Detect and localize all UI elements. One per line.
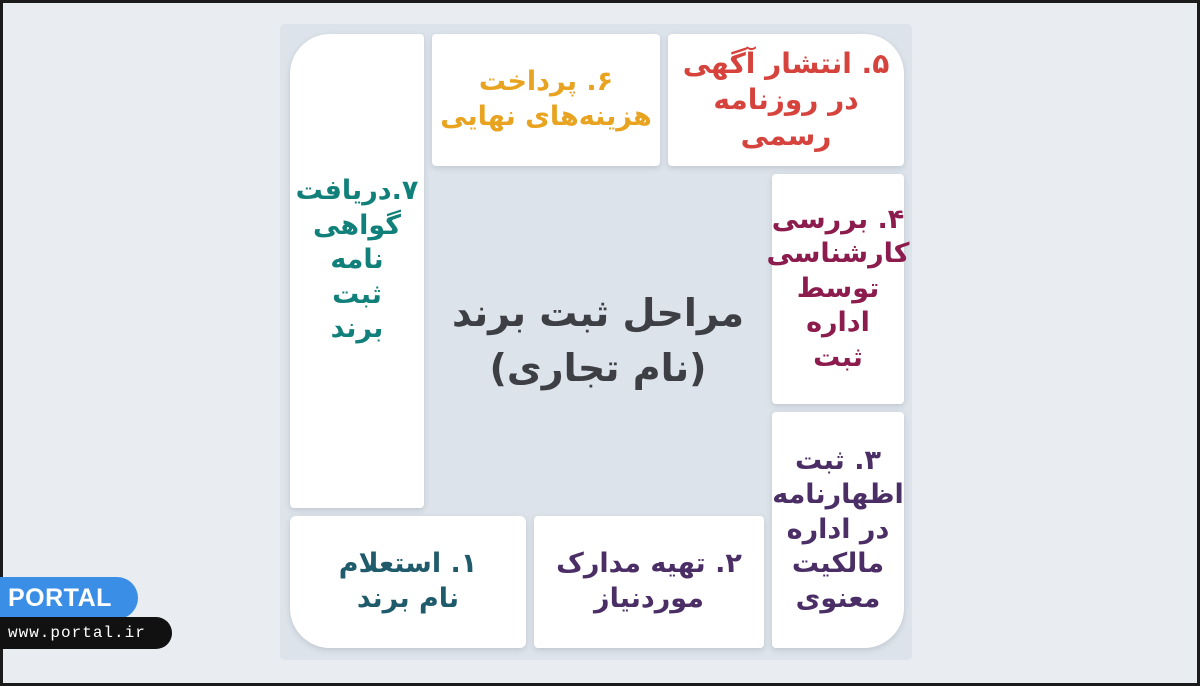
portal-logo-badge: PORTAL	[0, 577, 138, 619]
step-4-line-3: توسط	[796, 272, 880, 304]
diagram-title-line-1: مراحل ثبت برند	[451, 290, 745, 335]
step-7-line-3: نامه	[330, 244, 384, 276]
step-4-line-1: ۴. بررسی	[771, 203, 905, 235]
step-1-card: ۱. استعلام نام برند	[290, 516, 526, 648]
step-7-line-1: ۷.دریافت	[295, 175, 419, 206]
step-6-line-2: هزینه‌های نهایی	[440, 101, 652, 132]
step-7-card: ۷.دریافت گواهی نامه ثبت برند	[290, 34, 424, 508]
step-3-line-5: معنوی	[795, 582, 881, 614]
diagram-title-line-2: (نام تجاری)	[489, 346, 707, 390]
step-5-line-1: ۵. انتشار آگهی	[682, 47, 890, 81]
step-7-line-2: گواهی	[313, 209, 401, 241]
step-5-line-2: در روزنامه رسمی	[713, 83, 859, 152]
step-3-line-2: اظهارنامه	[772, 479, 904, 511]
step-4-line-5: ثبت	[813, 341, 863, 373]
step-1-line-2: نام برند	[356, 583, 460, 614]
step-3-line-4: مالکیت	[791, 548, 885, 580]
step-3-line-1: ۳. ثبت	[795, 444, 881, 476]
step-3-line-3: در اداره	[786, 513, 890, 545]
step-4-line-4: اداره	[806, 307, 870, 339]
step-1-line-1: ۱. استعلام	[338, 548, 478, 580]
step-7-line-5: برند	[330, 313, 384, 345]
step-2-card: ۲. تهیه مدارک موردنیاز	[534, 516, 764, 648]
step-6-line-1: ۶. پرداخت	[478, 66, 614, 98]
portal-url-label: www.portal.ir	[0, 617, 172, 649]
step-4-line-2: کارشناسی	[766, 238, 910, 270]
step-3-card: ۳. ثبت اظهارنامه در اداره مالکیت معنوی	[772, 412, 904, 648]
step-5-card: ۵. انتشار آگهی در روزنامه رسمی	[668, 34, 904, 166]
step-6-card: ۶. پرداخت هزینه‌های نهایی	[432, 34, 660, 166]
step-2-line-2: موردنیاز	[594, 583, 704, 614]
step-7-line-4: ثبت	[332, 278, 382, 310]
step-2-line-1: ۲. تهیه مدارک	[556, 548, 742, 580]
step-4-card: ۴. بررسی کارشناسی توسط اداره ثبت	[767, 174, 909, 404]
diagram-title: مراحل ثبت برند (نام تجاری)	[432, 174, 764, 508]
